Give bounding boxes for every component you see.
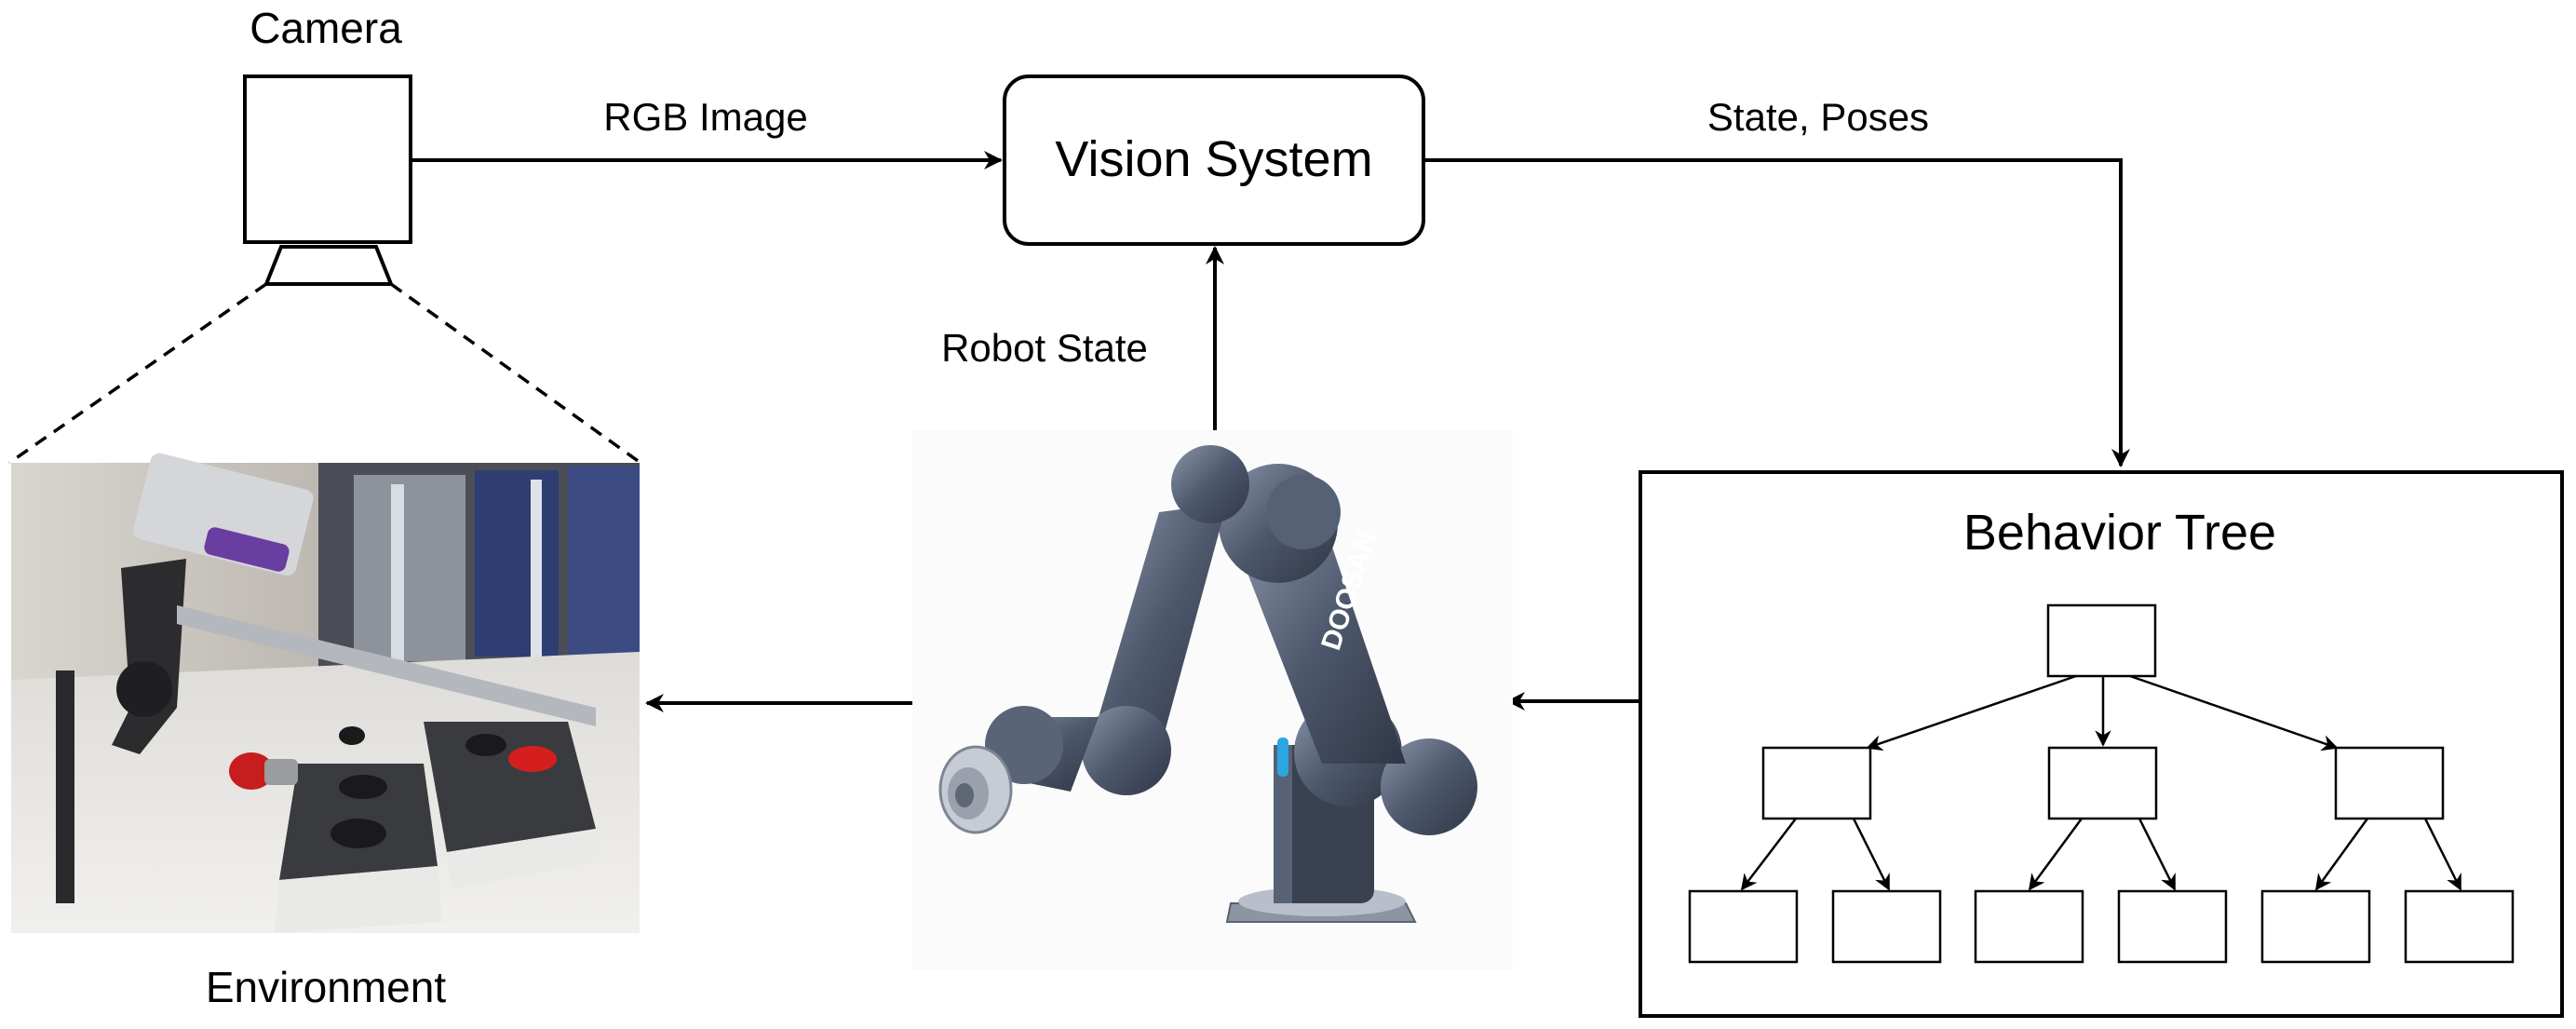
bt-leaf-node xyxy=(2260,889,2371,964)
camera-lens xyxy=(263,245,394,286)
behavior-tree-label: Behavior Tree xyxy=(1963,505,2276,561)
bt-leaf-node xyxy=(2117,889,2228,964)
bt-node xyxy=(2334,746,2445,820)
bt-edge xyxy=(2138,818,2177,891)
bt-node xyxy=(1761,746,1872,820)
bt-edge xyxy=(1740,818,1797,891)
environment-label: Environment xyxy=(206,963,446,1011)
camera-fov-right xyxy=(389,282,642,465)
bt-node xyxy=(2047,746,2158,820)
bt-edge xyxy=(1866,674,2077,751)
camera-box xyxy=(243,74,412,244)
camera-label: Camera xyxy=(250,4,402,52)
vision-system-label: Vision System xyxy=(1055,131,1372,187)
bt-edge xyxy=(2314,818,2369,891)
bt-edge xyxy=(2129,674,2339,751)
state-poses-arrow xyxy=(1423,158,2130,467)
robot-state-label: Robot State xyxy=(941,326,1148,370)
bt-leaf-node xyxy=(2404,889,2515,964)
bt-leaf-node xyxy=(1831,889,1942,964)
bt-leaf-node xyxy=(1974,889,2084,964)
bt-root-node xyxy=(2046,603,2157,678)
behavior-tree-graph xyxy=(1688,603,2515,964)
bt-leaf-node xyxy=(1688,889,1799,964)
state-poses-label: State, Poses xyxy=(1707,95,1929,139)
bt-edge xyxy=(2423,818,2462,891)
bt-edge xyxy=(2028,818,2084,891)
robot-arm-image: DOOSAN xyxy=(912,430,1513,970)
environment-photo xyxy=(11,453,640,933)
bt-edge xyxy=(1852,818,1891,891)
camera-fov-left xyxy=(8,282,267,465)
rgb-image-label: RGB Image xyxy=(603,95,807,139)
